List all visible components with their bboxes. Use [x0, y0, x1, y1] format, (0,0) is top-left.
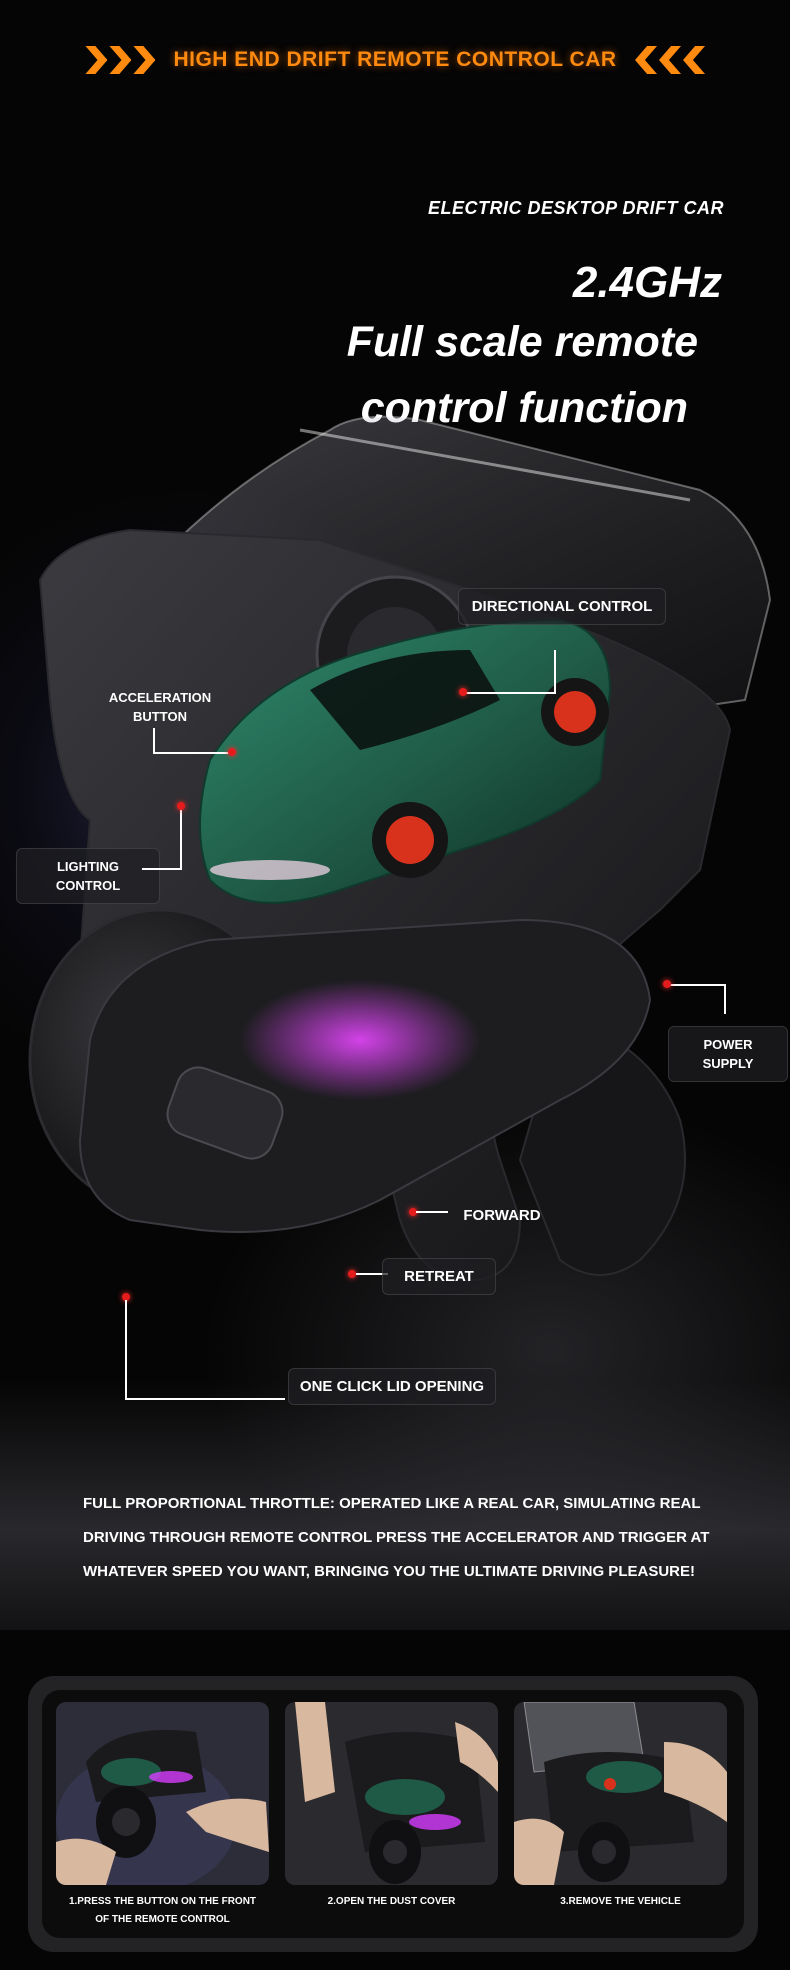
step-3-caption: 3.REMOVE THE VEHICLE: [514, 1893, 727, 1911]
step-2-caption-line-1: 2.OPEN THE DUST COVER: [327, 1896, 456, 1907]
leader-line: [724, 986, 726, 1014]
leader-line: [464, 692, 556, 694]
power-label-line-2: SUPPLY: [702, 1056, 754, 1071]
double-chevron-left-icon: [635, 46, 705, 74]
step-card-1: 1.PRESS THE BUTTON ON THE FRONT OF THE R…: [56, 1702, 269, 1929]
leader-line: [125, 1398, 285, 1400]
directional-control-label: DIRECTIONAL CONTROL: [458, 588, 666, 625]
one-click-lid-opening-label: ONE CLICK LID OPENING: [288, 1368, 496, 1405]
acceleration-label-line-1: ACCELERATION: [108, 690, 212, 705]
frequency-heading: 2.4GHz: [572, 258, 722, 307]
lighting-control-label: LIGHTING CONTROL: [16, 848, 160, 904]
power-supply-label: POWER SUPPLY: [668, 1026, 788, 1082]
acceleration-button-label: ACCELERATION BUTTON: [94, 684, 226, 730]
indicator-dot: [228, 748, 236, 756]
usage-steps-inner: 1.PRESS THE BUTTON ON THE FRONT OF THE R…: [42, 1690, 744, 1938]
step-3-photo: [514, 1702, 727, 1885]
leader-line: [153, 752, 231, 754]
open-cover-illustration: [285, 1702, 498, 1885]
step-2-caption: 2.OPEN THE DUST COVER: [285, 1893, 498, 1911]
header-banner: HIGH END DRIFT REMOTE CONTROL CAR: [0, 40, 790, 80]
throttle-description: FULL PROPORTIONAL THROTTLE: OPERATED LIK…: [83, 1487, 723, 1589]
leader-line: [416, 1211, 448, 1213]
step-1-caption-line-1: 1.PRESS THE BUTTON ON THE FRONT: [68, 1896, 257, 1907]
leader-line: [142, 868, 182, 870]
retreat-label: RETREAT: [382, 1258, 496, 1295]
step-2-photo: [285, 1702, 498, 1885]
press-button-illustration: [56, 1702, 269, 1885]
step-1-caption-line-2: OF THE REMOTE CONTROL: [95, 1914, 230, 1925]
leader-line: [670, 984, 726, 986]
description-line-1: FULL PROPORTIONAL THROTTLE: OPERATED LIK…: [83, 1495, 701, 1512]
leader-line: [356, 1273, 388, 1275]
leader-line: [554, 650, 556, 694]
product-subtitle: ELECTRIC DESKTOP DRIFT CAR: [427, 198, 724, 218]
usage-steps-panel: 1.PRESS THE BUTTON ON THE FRONT OF THE R…: [28, 1676, 758, 1952]
forward-label: FORWARD: [463, 1207, 541, 1224]
indicator-dot: [409, 1208, 417, 1216]
step-1-photo: [56, 1702, 269, 1885]
indicator-dot: [348, 1270, 356, 1278]
remote-control-car-illustration: [28, 415, 772, 1282]
step-card-3: 3.REMOVE THE VEHICLE: [514, 1702, 727, 1911]
step-3-caption-line-1: 3.REMOVE THE VEHICLE: [560, 1896, 681, 1907]
leader-line: [125, 1300, 127, 1400]
step-card-2: 2.OPEN THE DUST COVER: [285, 1702, 498, 1911]
description-line-2: DRIVING THROUGH REMOTE CONTROL PRESS THE…: [83, 1529, 710, 1546]
background-fade: [0, 1380, 790, 1630]
headline-line-1: Full scale remote: [346, 318, 698, 366]
step-1-caption: 1.PRESS THE BUTTON ON THE FRONT OF THE R…: [56, 1893, 269, 1929]
power-label-line-1: POWER: [703, 1037, 753, 1052]
header-title: HIGH END DRIFT REMOTE CONTROL CAR: [173, 48, 617, 71]
indicator-dot: [177, 802, 185, 810]
indicator-dot: [459, 688, 467, 696]
lighting-label-line-1: LIGHTING: [56, 859, 120, 874]
leader-line: [153, 728, 155, 752]
remove-vehicle-illustration: [514, 1702, 727, 1885]
acceleration-label-line-2: BUTTON: [133, 709, 187, 724]
double-chevron-right-icon: [85, 46, 156, 74]
leader-line: [180, 806, 182, 870]
description-line-3: WHATEVER SPEED YOU WANT, BRINGING YOU TH…: [83, 1563, 695, 1580]
indicator-dot: [663, 980, 671, 988]
lighting-label-line-2: CONTROL: [55, 878, 121, 893]
indicator-dot: [122, 1293, 130, 1301]
